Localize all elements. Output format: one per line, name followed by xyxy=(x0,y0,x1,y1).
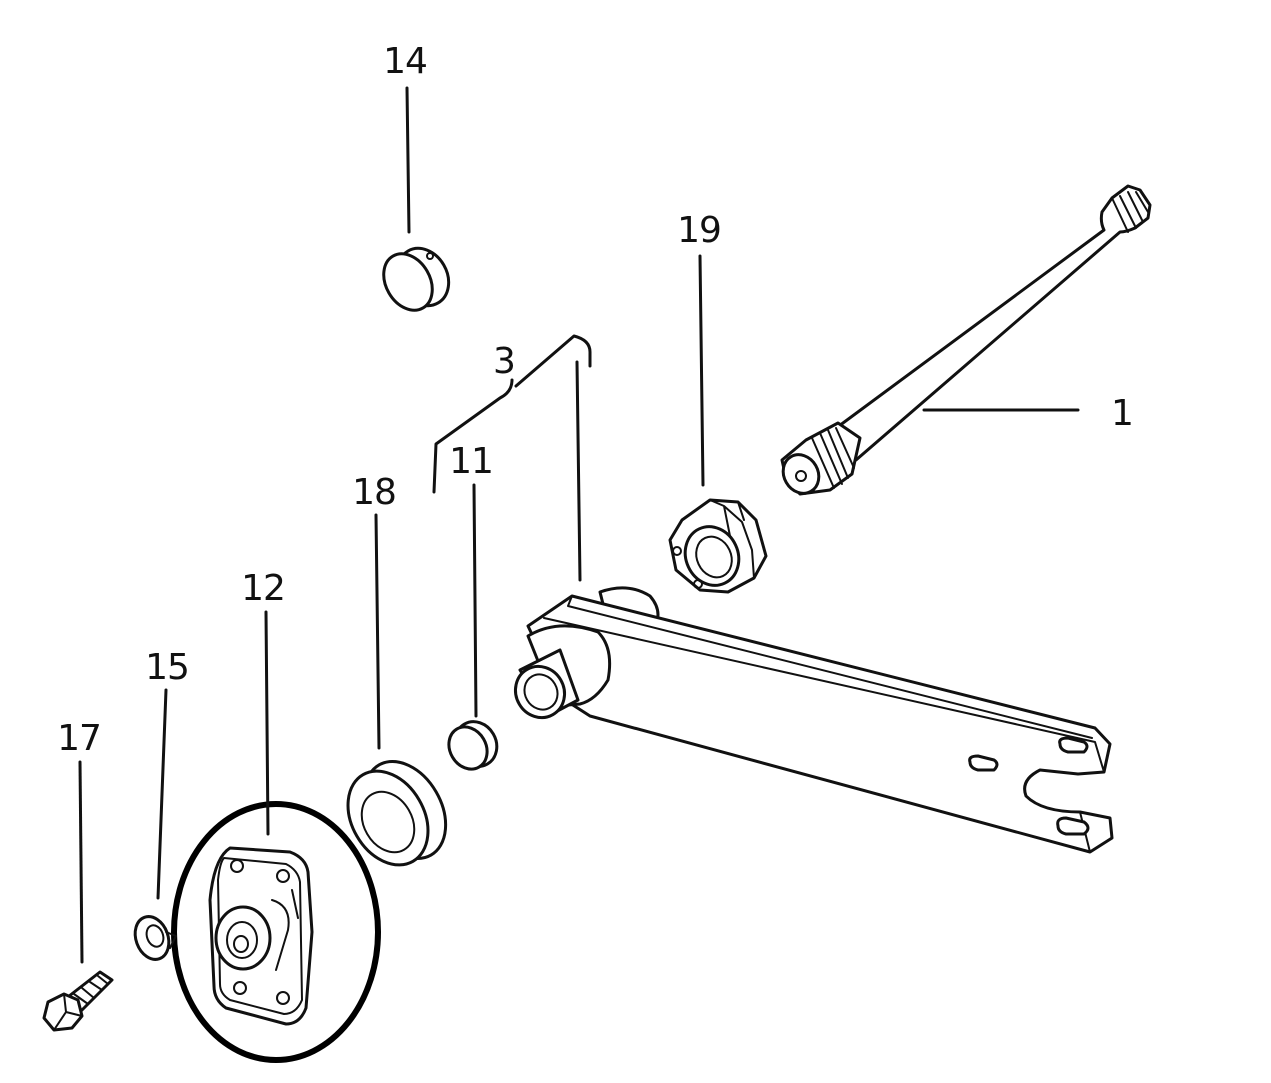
part-11-plug xyxy=(447,720,499,771)
callout-18: 18 xyxy=(352,472,396,513)
part-15-washer xyxy=(133,915,177,961)
part-19-nut xyxy=(668,498,768,594)
callout-17: 17 xyxy=(57,718,101,759)
leader-lines xyxy=(78,86,1080,964)
part-12-flange-cover xyxy=(208,846,314,1026)
callout-1: 1 xyxy=(1111,393,1133,434)
part-17-bolt xyxy=(42,970,114,1032)
callout-3: 3 xyxy=(493,341,515,382)
part-14-cap xyxy=(382,246,451,312)
part-18-bearing xyxy=(346,760,448,867)
callout-14: 14 xyxy=(383,41,427,82)
callout-12: 12 xyxy=(241,568,285,609)
part-1-shaft xyxy=(780,184,1152,496)
part-3-arm xyxy=(513,586,1114,854)
part-12-highlight-circle xyxy=(171,801,381,1063)
callout-19: 19 xyxy=(677,210,721,251)
callout-11: 11 xyxy=(449,441,493,482)
callout-15: 15 xyxy=(145,647,189,688)
